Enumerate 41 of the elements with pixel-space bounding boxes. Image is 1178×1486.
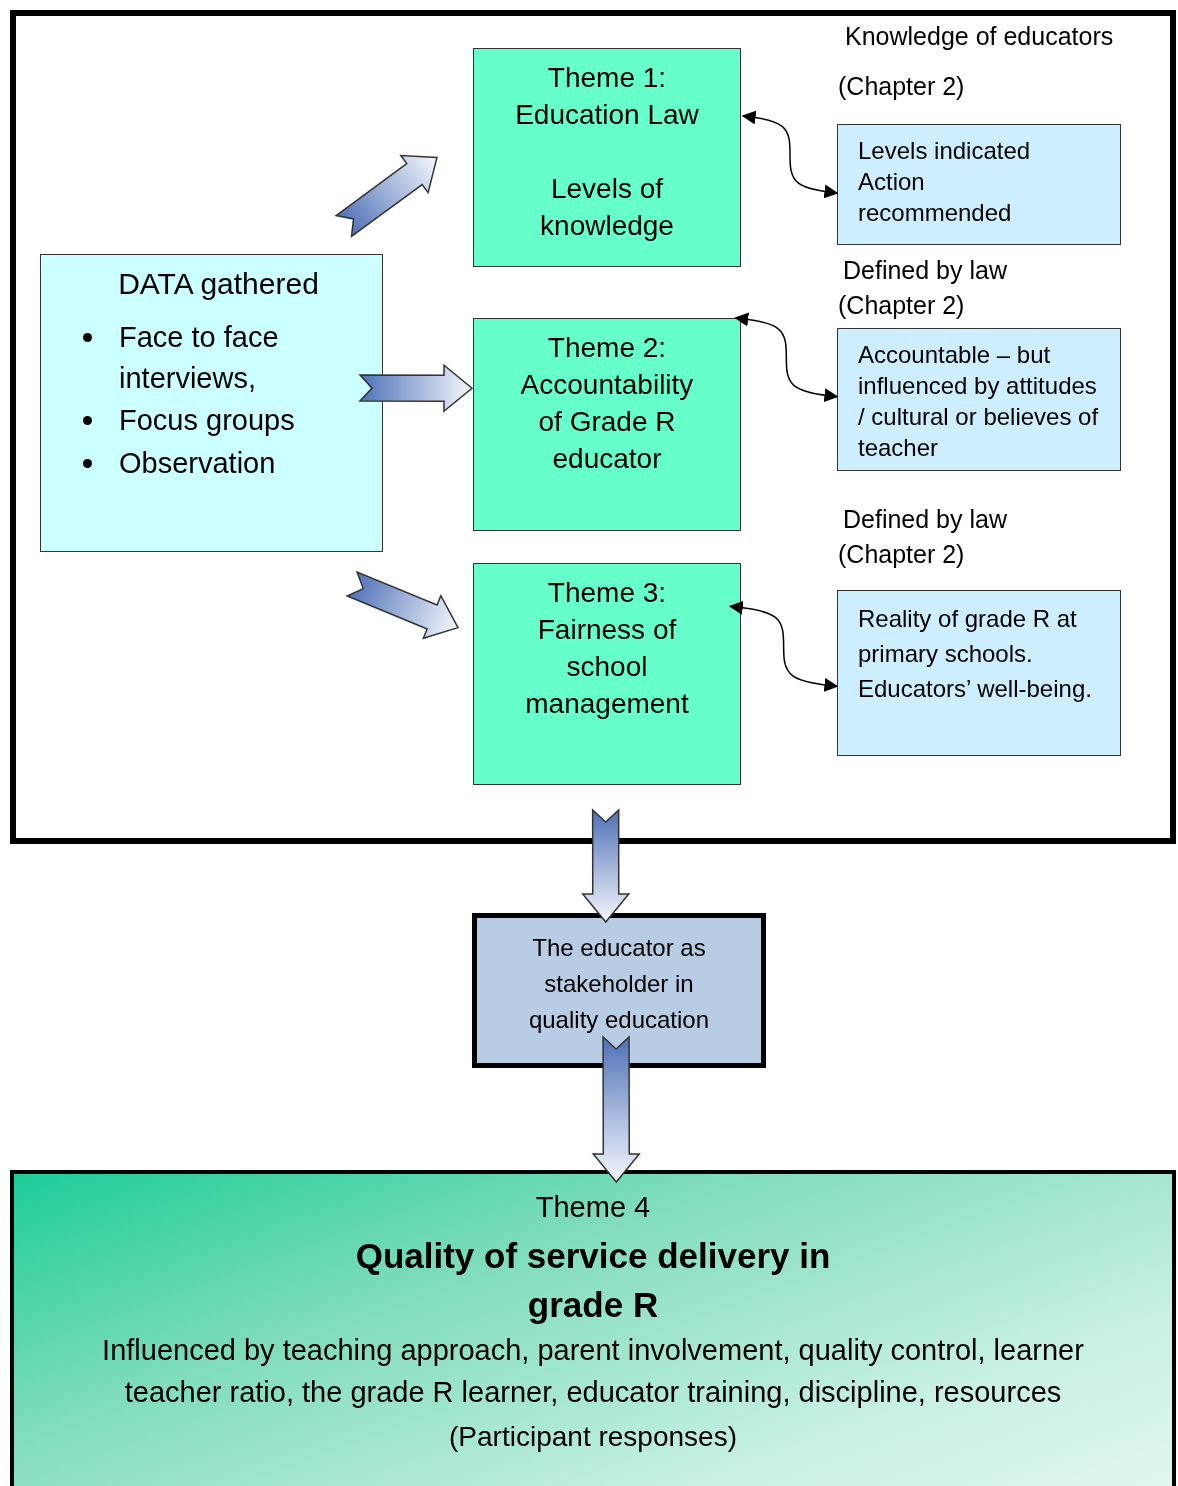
theme-box [10,1170,1176,1486]
note-text: Levels indicated [858,136,1032,166]
theme-title: Theme 1: Education Law [514,61,700,132]
outcome-box [472,913,766,1068]
note-box [837,590,1121,756]
annotation-text: (Chapter 2) [838,291,965,320]
note-box [837,328,1121,471]
note-text: Action recommended [858,167,1013,228]
theme-title: Theme 4 [534,1190,652,1225]
source-note: (Participant responses) [448,1420,738,1454]
annotation-text: (Chapter 2) [838,540,965,569]
frame-box [10,10,1176,844]
box-heading: DATA gathered [117,267,320,301]
note-text: Accountable – but influenced by attitudes / cultural or believes of teacher [858,340,1100,463]
curved-arrow [741,110,839,199]
theme-title: Theme 3: Fairness of school management [524,576,690,721]
theme-subtitle: Levels of knowledge [539,172,675,243]
note-text: Reality of grade R at primary schools. Educators’ well-being. [858,604,1093,704]
block-arrow [334,154,438,239]
theme-title: Theme 2: Accountability of Grade R educator [519,331,695,476]
box-text: The educator as stakeholder in quality education [527,933,711,1035]
block-arrow [591,1035,641,1184]
block-arrow [358,363,474,413]
block-arrow [345,570,460,640]
bullet-text: Observation [119,445,277,481]
theme-heading: Quality of service delivery in grade R [354,1235,832,1326]
theme-box [473,318,741,531]
theme-box [473,48,741,267]
annotation-text: (Chapter 2) [838,72,965,101]
theme-box [473,563,741,785]
annotation-text: Defined by law [843,505,1007,534]
data-box [40,254,383,552]
note-box [837,124,1121,245]
bullet-text: Focus groups [119,403,296,439]
curved-arrow [734,312,839,403]
annotation-text: Defined by law [843,256,1007,285]
curved-arrow [728,600,839,692]
annotation-text: Knowledge of educators [845,22,1114,51]
theme-description: Influenced by teaching approach, parent involvement, quality control, learner teacher ratio, the grade R learner, educator training, discipline, resources [101,1333,1085,1410]
bullet-text: Face to face interviews, [119,320,280,396]
block-arrow [581,808,631,924]
